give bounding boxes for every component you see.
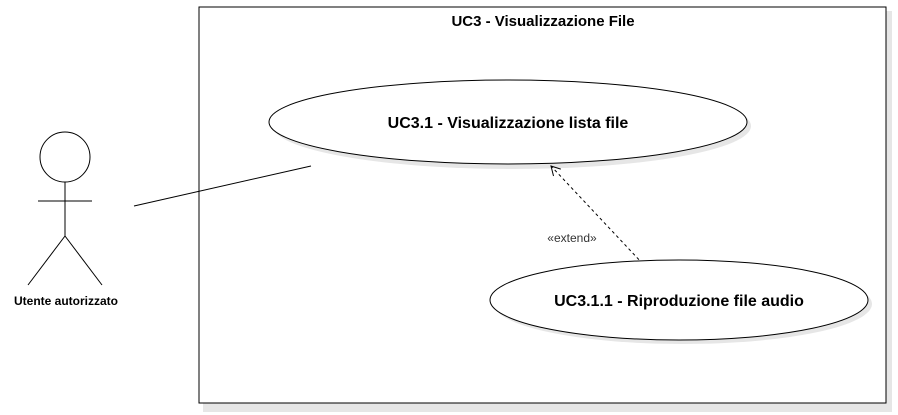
use-case-uc3-1-1-ellipse (489, 259, 869, 341)
association-line[interactable] (133, 165, 312, 207)
use-case-uc3-1-1[interactable]: UC3.1.1 - Riproduzione file audio (489, 259, 872, 344)
use-case-uc3-1[interactable]: UC3.1 - Visualizzazione lista file (268, 79, 751, 169)
extend-label: «extend» (547, 231, 597, 245)
use-case-uc3-1-label: UC3.1 - Visualizzazione lista file (388, 115, 629, 132)
extend-dependency[interactable]: «extend» (547, 165, 644, 265)
system-boundary-title: UC3 - Visualizzazione File (451, 13, 634, 30)
use-case-uc3-1-ellipse (268, 79, 748, 165)
system-boundary[interactable]: UC3 - Visualizzazione File (198, 6, 892, 412)
extend-arrow (550, 165, 644, 265)
actor-utente-autorizzato[interactable]: Utente autorizzato (14, 131, 118, 308)
actor-label: Utente autorizzato (14, 294, 118, 308)
actor-right-leg (64, 235, 103, 286)
actor-left-leg (27, 235, 66, 286)
use-case-uc3-1-1-label: UC3.1.1 - Riproduzione file audio (554, 293, 804, 310)
actor-head (39, 131, 91, 183)
system-boundary-frame (198, 6, 887, 404)
